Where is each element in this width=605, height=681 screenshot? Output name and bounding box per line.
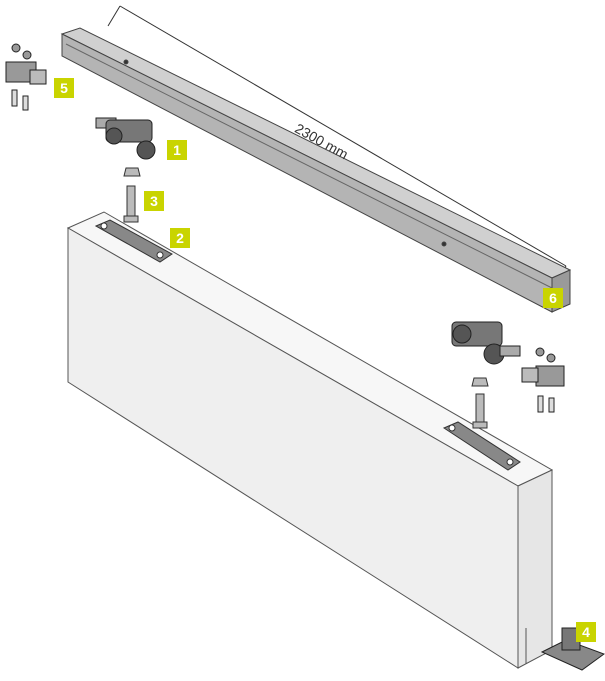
roller-carriage-right <box>451 321 521 365</box>
bolt-right <box>471 377 489 429</box>
door-plate-left <box>94 219 173 263</box>
stopper-right <box>521 347 565 413</box>
roller-carriage-left <box>95 117 156 160</box>
callout-5: 5 <box>54 78 74 98</box>
callout-6: 6 <box>543 288 563 308</box>
stopper-left <box>5 43 47 111</box>
bolt-left <box>123 167 141 223</box>
callout-4: 4 <box>576 622 596 642</box>
door-plate-right <box>442 421 521 471</box>
rail <box>60 27 572 313</box>
callout-2: 2 <box>170 228 190 248</box>
floor-guide <box>540 627 605 671</box>
callout-1: 1 <box>167 140 187 160</box>
callout-3: 3 <box>144 191 164 211</box>
